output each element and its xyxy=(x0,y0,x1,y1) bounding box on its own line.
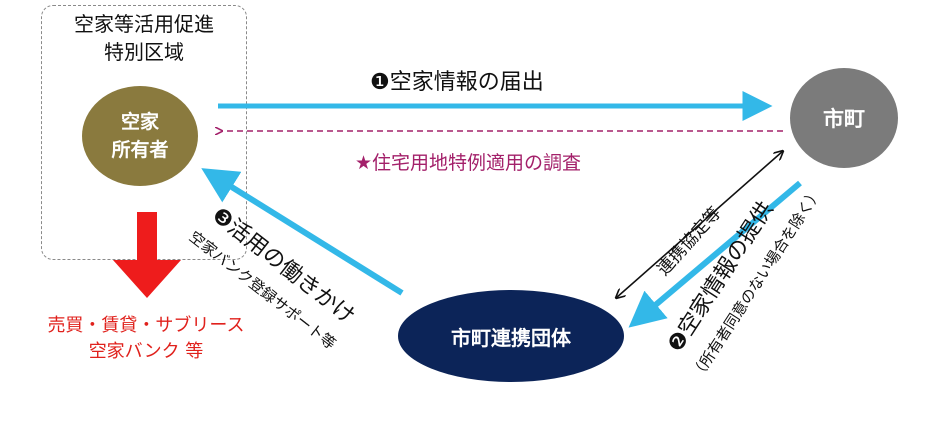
survey-label: ★住宅用地特例適用の調査 xyxy=(355,152,582,174)
city-label: 市町 xyxy=(823,107,865,131)
owner-label-line2: 所有者 xyxy=(111,139,169,161)
outcome-red-arrow xyxy=(113,212,181,298)
municipality-node: 市町 xyxy=(790,68,898,168)
partner-organization-node: 市町連携団体 xyxy=(398,290,624,382)
step2-arrow xyxy=(628,180,802,328)
zone-title-line1: 空家等活用促進 xyxy=(74,12,214,36)
agreement-two-way-arrow xyxy=(616,151,783,298)
owner-label-line1: 空家 xyxy=(120,111,159,133)
step1-label: ❶空家情報の届出 xyxy=(370,70,544,95)
outcome-line2: 空家バンク 等 xyxy=(88,341,204,362)
outcome-label: 売買・賃貸・サブリース 空家バンク 等 xyxy=(46,313,246,365)
step3-arrow xyxy=(201,168,404,296)
zone-title-line2: 特別区域 xyxy=(104,40,184,64)
partner-label: 市町連携団体 xyxy=(451,325,571,350)
outcome-line1: 売買・賃貸・サブリース xyxy=(47,315,245,336)
special-zone-title: 空家等活用促進 特別区域 xyxy=(41,10,247,66)
vacant-house-owner-node: 空家 所有者 xyxy=(82,86,198,186)
